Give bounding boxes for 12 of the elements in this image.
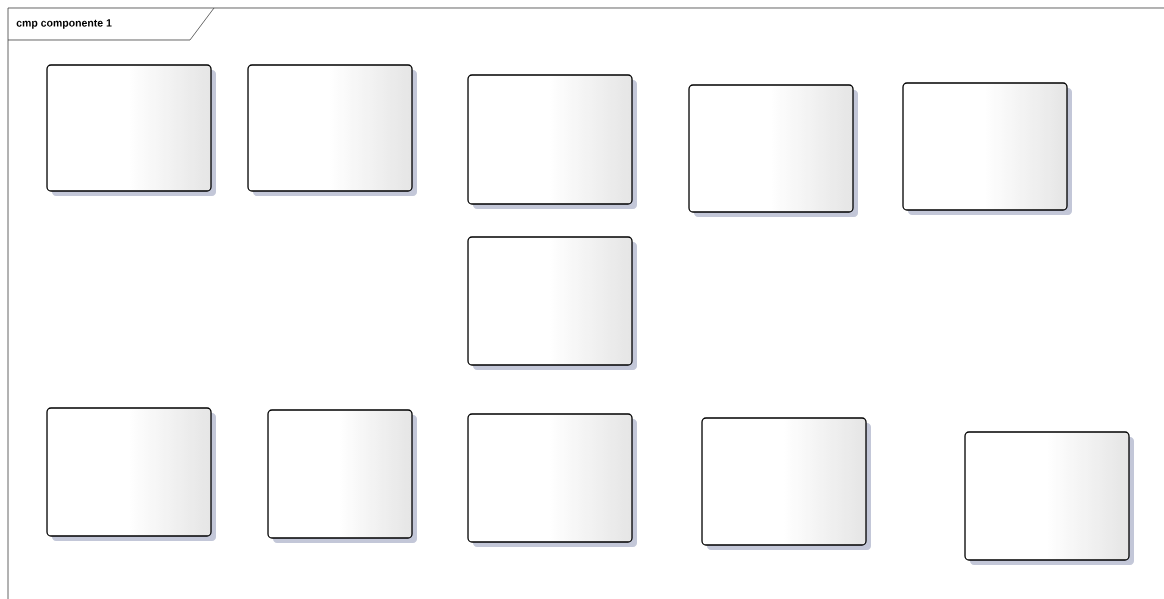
component-box [46, 64, 216, 196]
component-box [902, 82, 1072, 215]
component-box [247, 64, 417, 196]
component-box [467, 413, 637, 547]
component-box [467, 74, 637, 209]
component-box [46, 407, 216, 541]
component-box [267, 409, 417, 543]
component-box [701, 417, 871, 550]
component-box [964, 431, 1134, 565]
component-box [467, 236, 637, 370]
diagram-title: cmp componente 1 [16, 19, 112, 29]
component-box [688, 84, 858, 217]
